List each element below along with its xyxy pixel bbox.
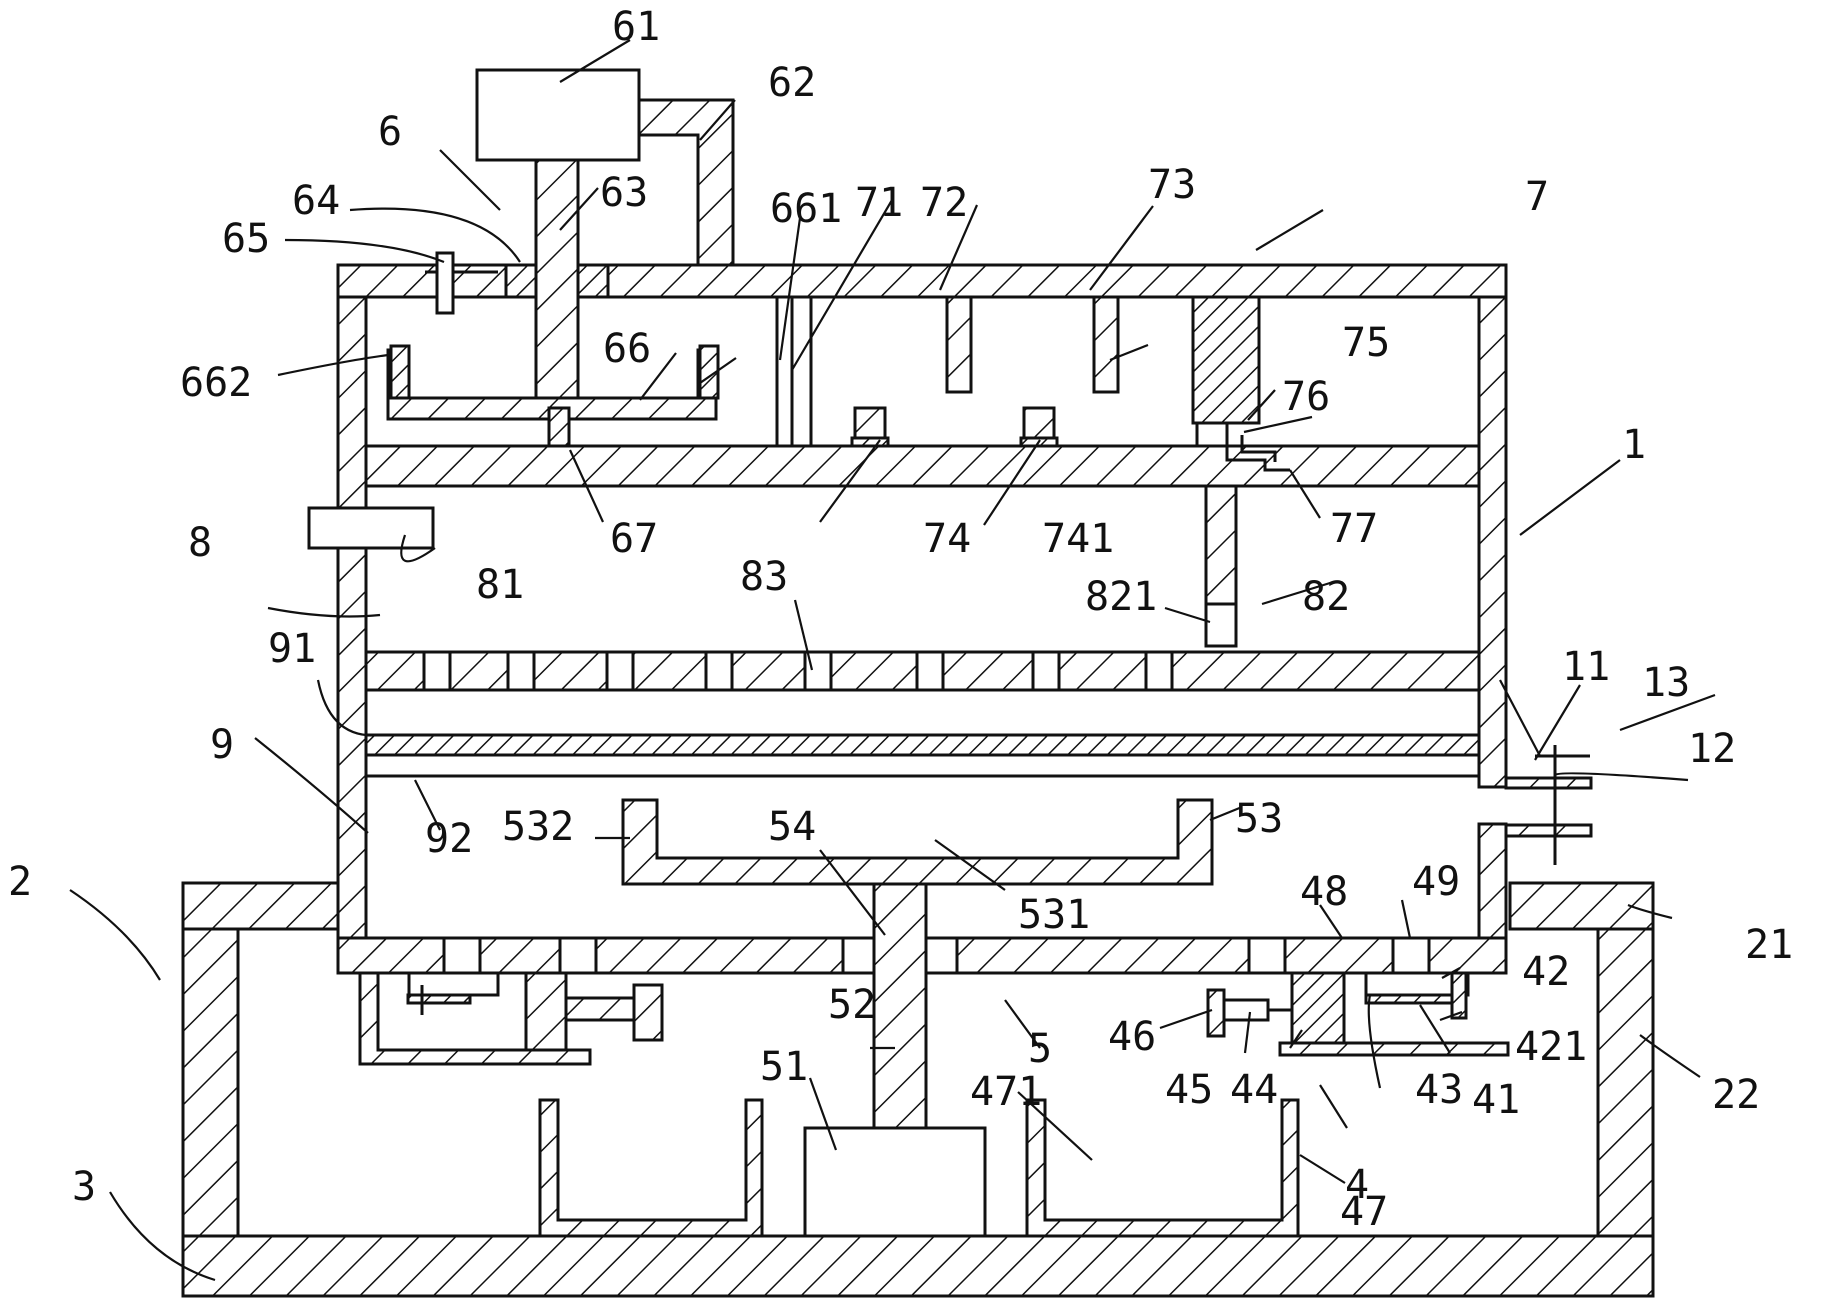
- left-lower-mechanism: [358, 971, 664, 1066]
- label-53: 53: [1235, 796, 1283, 842]
- label-48: 48: [1300, 869, 1348, 915]
- label-471: 471: [970, 1069, 1042, 1115]
- label-13: 13: [1642, 660, 1690, 706]
- label-74: 74: [923, 516, 971, 562]
- collection-tray-47: [1025, 1098, 1300, 1238]
- blocks-74: [850, 406, 1059, 448]
- tray-53: [621, 798, 1214, 886]
- base-plate: [181, 1234, 1655, 1298]
- outer-frame: [181, 881, 1655, 1238]
- label-22: 22: [1712, 1072, 1760, 1118]
- label-3: 3: [72, 1164, 96, 1210]
- label-41: 41: [1472, 1077, 1520, 1123]
- valve-65: [425, 251, 498, 315]
- label-821: 821: [1085, 574, 1157, 620]
- label-81: 81: [476, 562, 524, 608]
- label-6: 6: [378, 109, 402, 155]
- rod-71: [775, 297, 813, 446]
- shaft-63: [534, 158, 580, 400]
- label-21: 21: [1745, 922, 1793, 968]
- label-43: 43: [1415, 1067, 1463, 1113]
- perforated-plate-83: [364, 650, 1481, 692]
- nozzle-81: [307, 506, 435, 550]
- label-52: 52: [828, 982, 876, 1028]
- label-2: 2: [8, 859, 32, 905]
- motor-51: [803, 1126, 987, 1238]
- reference-labels: 61 62 6 63 64 65 661 71 72 73 7 662 66 7…: [8, 4, 1793, 1235]
- label-531: 531: [1018, 892, 1090, 938]
- plate-91: [364, 733, 1481, 778]
- label-5: 5: [1028, 1026, 1052, 1072]
- label-62: 62: [768, 60, 816, 106]
- label-92: 92: [425, 816, 473, 862]
- label-47: 47: [1340, 1189, 1388, 1235]
- motor-61: [475, 68, 641, 162]
- hanging-blades-73: [945, 295, 1120, 394]
- label-45: 45: [1165, 1067, 1213, 1113]
- label-12: 12: [1688, 726, 1736, 772]
- label-9: 9: [210, 722, 234, 768]
- label-532: 532: [502, 804, 574, 850]
- bracket-62: [637, 98, 735, 267]
- channel-77: [1225, 435, 1290, 472]
- press-block-75: [1191, 295, 1261, 448]
- label-1: 1: [1622, 422, 1646, 468]
- label-83: 83: [740, 554, 788, 600]
- label-49: 49: [1412, 859, 1460, 905]
- label-73: 73: [1148, 162, 1196, 208]
- label-42: 42: [1522, 949, 1570, 995]
- label-44: 44: [1230, 1067, 1278, 1113]
- label-661: 661: [770, 186, 842, 232]
- label-11: 11: [1562, 644, 1610, 690]
- label-64: 64: [292, 178, 340, 224]
- label-662: 662: [180, 360, 252, 406]
- label-63: 63: [600, 170, 648, 216]
- label-7: 7: [1525, 174, 1549, 220]
- label-77: 77: [1330, 506, 1378, 552]
- label-76: 76: [1282, 374, 1330, 420]
- label-75: 75: [1342, 320, 1390, 366]
- spring-662: [389, 344, 720, 400]
- shaft-52: [872, 882, 928, 1130]
- outlet-11: [1504, 745, 1593, 865]
- label-65: 65: [222, 216, 270, 262]
- label-421: 421: [1515, 1024, 1587, 1070]
- stop-67: [547, 406, 571, 448]
- label-4: 4: [1345, 1162, 1369, 1208]
- mechanism-4: [1206, 971, 1510, 1057]
- label-61: 61: [612, 4, 660, 50]
- label-46: 46: [1108, 1014, 1156, 1060]
- label-91: 91: [268, 626, 316, 672]
- label-741: 741: [1042, 516, 1114, 562]
- label-8: 8: [188, 520, 212, 566]
- upper-partition-plate: [364, 444, 1481, 488]
- bottom-holes: [442, 936, 1431, 975]
- pipe-82: [1204, 484, 1238, 648]
- label-67: 67: [610, 516, 658, 562]
- label-72: 72: [920, 180, 968, 226]
- label-71: 71: [855, 180, 903, 226]
- leader-lines: [69, 39, 1716, 1282]
- label-51: 51: [760, 1044, 808, 1090]
- label-66: 66: [603, 326, 651, 372]
- collection-tray-left: [538, 1098, 764, 1238]
- bearing-64: [504, 263, 610, 299]
- label-82: 82: [1302, 574, 1350, 620]
- label-54: 54: [768, 804, 816, 850]
